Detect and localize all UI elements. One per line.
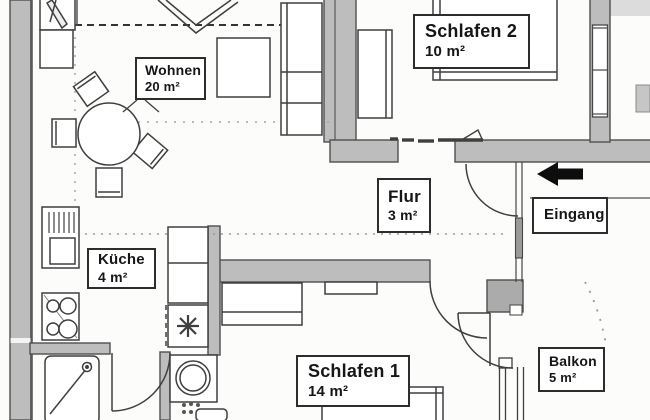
room-label-wohnen: Wohnen 20 m² xyxy=(135,57,206,100)
kitchen-appliance-star-box xyxy=(165,304,209,348)
star-icon xyxy=(177,315,199,337)
chair-east xyxy=(131,132,169,170)
shelf-schlafen1 xyxy=(324,281,378,295)
room-area: 4 m² xyxy=(98,269,128,286)
rug xyxy=(157,0,239,34)
room-area: 10 m² xyxy=(425,43,466,61)
kitchen-tall-unit xyxy=(167,226,209,304)
sliding-door-schlafen2 xyxy=(390,128,483,143)
wall-flur-top-right xyxy=(454,139,650,163)
room-name: Schlafen 2 xyxy=(425,21,518,42)
entrance-door-swing xyxy=(465,163,519,217)
room-label-schlafen2: Schlafen 2 10 m² xyxy=(413,14,530,69)
room-area: 14 m² xyxy=(308,382,349,400)
doors xyxy=(111,128,519,412)
room-name: Balkon xyxy=(549,353,597,370)
room-name: Flur xyxy=(388,186,421,206)
entrance-arrow-icon xyxy=(537,162,583,186)
schlafen1-door-swing xyxy=(429,280,488,339)
guide-lines xyxy=(74,0,607,346)
room-label-flur: Flur 3 m² xyxy=(377,178,431,233)
chair-south xyxy=(95,167,123,198)
room-area: 3 m² xyxy=(388,207,418,224)
furniture xyxy=(39,0,558,420)
chair-northwest xyxy=(72,70,110,108)
chair-west xyxy=(51,118,77,148)
wall-left-exterior xyxy=(9,0,32,420)
wall-flur-top-left xyxy=(329,139,399,163)
balcony-door xyxy=(457,312,514,369)
balcony-door-frame xyxy=(498,357,525,420)
bathroom-door xyxy=(111,352,171,412)
wall-entrance-side xyxy=(514,162,524,282)
wall-bad-right xyxy=(159,351,171,420)
wall-wohnen-schlafen2 xyxy=(323,0,357,143)
sofa xyxy=(280,2,323,136)
walls xyxy=(9,0,650,420)
side-table xyxy=(216,37,271,98)
wardrobe-schlafen2 xyxy=(357,29,393,119)
room-area: 5 m² xyxy=(549,370,577,386)
room-area: 20 m² xyxy=(145,79,180,95)
room-name: Wohnen xyxy=(145,62,202,79)
entrance-door-panel xyxy=(514,217,524,259)
room-name: Schlafen 1 xyxy=(308,360,401,381)
wall-bad-top xyxy=(29,342,111,355)
label-pointer xyxy=(122,99,160,113)
window-schlafen2 xyxy=(591,24,609,118)
shower xyxy=(44,355,100,420)
toilet xyxy=(182,402,228,420)
dining-table xyxy=(77,102,141,166)
dotted-arc-exterior xyxy=(584,281,607,346)
stove xyxy=(41,292,80,341)
entrance-label: Eingang xyxy=(532,197,608,234)
shelf-top-left xyxy=(39,0,76,69)
room-name: Küche xyxy=(98,250,145,268)
washing-machine xyxy=(169,354,218,403)
room-label-kueche: Küche 4 m² xyxy=(87,248,156,289)
entrance-label-text: Eingang xyxy=(544,206,605,224)
room-label-schlafen1: Schlafen 1 14 m² xyxy=(296,355,410,407)
kitchen-sink xyxy=(41,206,80,269)
wall-kueche-flur xyxy=(207,225,221,356)
wall-flur-bottom xyxy=(217,259,431,283)
wardrobe-schlafen1 xyxy=(221,282,303,326)
room-label-balkon: Balkon 5 m² xyxy=(538,347,605,392)
